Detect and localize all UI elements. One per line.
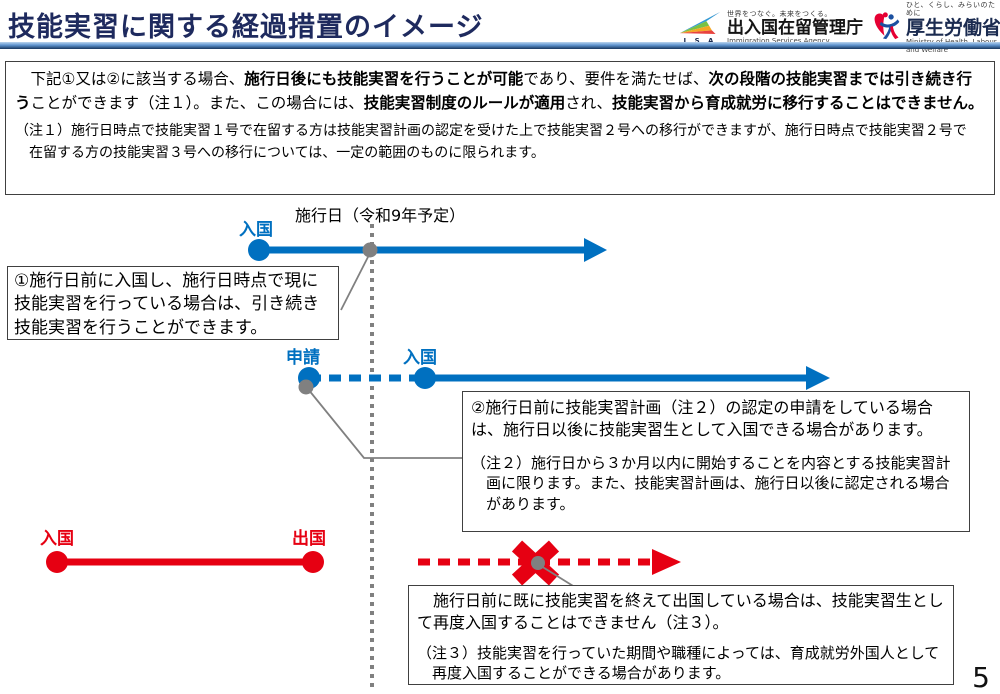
- isa-paper-plane-icon: [678, 11, 722, 39]
- summary-note1: （注１）施行日時点で技能実習１号で在留する方は技能実習計画の認定を受けた上で技能…: [15, 123, 967, 162]
- callout-2-text: ②施行日前に技能実習計画（注２）の認定の申請をしている場合は、施行日以後に技能実…: [471, 398, 933, 440]
- mhlw-tagline: ひと、くらし、みらいのために: [906, 1, 996, 17]
- effective-date-label: 施行日（令和9年予定）: [295, 206, 466, 225]
- callout-3-text: 施行日前に既に技能実習を終えて出国している場合は、技能実習生として再度入国するこ…: [417, 591, 944, 633]
- callout-1: ①施行日前に入国し、施行日時点で現に技能実習を行っている場合は、引き続き技能実習…: [7, 266, 339, 340]
- x-mark-icon: [511, 540, 560, 586]
- summary-run: 下記①又は②に該当する場合、: [15, 70, 245, 88]
- timeline3-exit-label: 出国: [292, 529, 326, 549]
- isa-name: 出入国在留管理庁: [727, 17, 863, 38]
- summary-run: であり、要件を満たせば、: [523, 70, 709, 88]
- isa-logo: I S A 世界をつなぐ。未来をつくる。 出入国在留管理庁 Immigratio…: [678, 9, 863, 46]
- timeline3-entry-label: 入国: [40, 529, 74, 549]
- page-number: 5: [972, 661, 990, 694]
- timeline3-line: [46, 551, 324, 573]
- mhlw-logo: ひと、くらし、みらいのために 厚生労働省 Ministry of Health,…: [873, 1, 1000, 55]
- callout2-pointer-line: [307, 388, 462, 459]
- summary-run: ことができます（注１）。また、この場合には、: [30, 94, 364, 113]
- mhlw-subname: Ministry of Health, Labour and Welfare: [906, 38, 997, 54]
- timeline1-arrow: [248, 238, 607, 262]
- mhlw-name: 厚生労働省: [906, 16, 1000, 39]
- callout-3: 施行日前に既に技能実習を終えて出国している場合は、技能実習生として再度入国するこ…: [408, 585, 954, 685]
- mhlw-emblem-icon: [873, 10, 901, 46]
- page-title: 技能実習に関する経過措置のイメージ: [8, 12, 484, 43]
- timeline2-application-dot: [298, 379, 314, 395]
- timeline2-arrow: [298, 366, 830, 390]
- isa-tagline: 世界をつなぐ。未来をつくる。: [727, 9, 832, 18]
- header-logos: I S A 世界をつなぐ。未来をつくる。 出入国在留管理庁 Immigratio…: [678, 1, 1000, 55]
- summary-run-bold: 技能実習制度のルールが適用: [363, 94, 566, 113]
- timeline2-entry-label: 入国: [403, 348, 437, 368]
- summary-run-bold: 次の段階の技能実習までは引き続き行う: [15, 70, 973, 113]
- x-mark-icon: [511, 540, 560, 586]
- summary-run: され、: [565, 94, 612, 113]
- timeline1-entry-label: 入国: [239, 220, 273, 240]
- summary-run-bold: 施行日後にも技能実習を行うことが可能: [244, 70, 524, 88]
- callout-2-note2: （注２）施行日から３か月以内に開始することを内容とする技能実習計画に限ります。ま…: [471, 454, 951, 513]
- callout1-pointer-line: [340, 254, 370, 311]
- timeline2-application-label: 申請: [286, 348, 320, 368]
- callout-2: ②施行日前に技能実習計画（注２）の認定の申請をしている場合は、施行日以後に技能実…: [462, 391, 970, 532]
- summary-run-bold: 技能実習から育成就労に移行することはできません。: [611, 94, 984, 113]
- summary-box: 下記①又は②に該当する場合、施行日後にも技能実習を行うことが可能であり、要件を満…: [5, 61, 995, 195]
- timeline1-effective-date-dot: [362, 242, 378, 258]
- isa-abbr-label: I S A: [684, 37, 717, 45]
- summary-paragraph: 下記①又は②に該当する場合、施行日後にも技能実習を行うことが可能であり、要件を満…: [15, 67, 985, 115]
- title-underline: [0, 42, 1000, 49]
- timeline3-blocked-arrow: [418, 540, 681, 586]
- isa-subname: Immigration Services Agency: [727, 36, 830, 45]
- callout-3-note3: （注３）技能実習を行っていた期間や職種によっては、育成就労外国人として再度入国す…: [417, 643, 940, 683]
- timeline3-blocked-dot: [531, 556, 545, 570]
